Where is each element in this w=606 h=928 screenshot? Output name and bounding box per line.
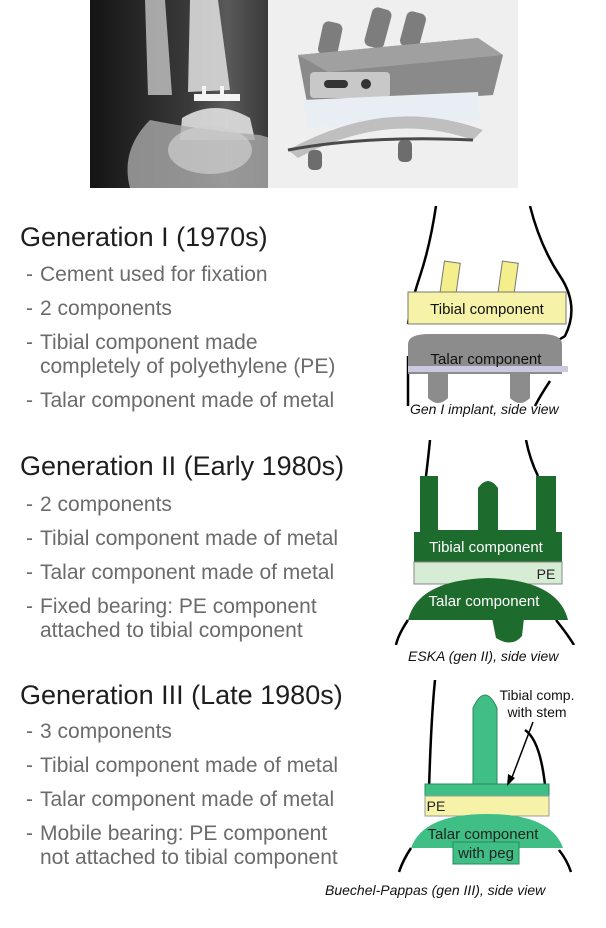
list-item: -Talar component made of metal bbox=[26, 561, 338, 585]
fibula-outline bbox=[526, 440, 538, 476]
gen2-implant-diagram: Tibial component PE Talar component bbox=[388, 440, 588, 645]
gen1-tibial-label: Tibial component bbox=[430, 301, 545, 318]
implant-photo bbox=[268, 0, 518, 188]
list-item: -3 components bbox=[26, 720, 338, 744]
gen3-implant-diagram: PE Talar component with peg Tibial comp.… bbox=[395, 680, 595, 880]
talus-outline bbox=[396, 620, 574, 645]
gen1-talar-peg-right bbox=[510, 372, 530, 403]
gen1-bullet-list: -Cement used for fixation -2 components … bbox=[26, 263, 335, 413]
gen2-tibial-stem-frame bbox=[420, 476, 556, 540]
gen1-talar-peg-left bbox=[428, 372, 448, 403]
gen2-caption: ESKA (gen II), side view bbox=[408, 648, 558, 664]
gen2-pe-label: PE bbox=[537, 566, 556, 582]
gen3-title: Generation III (Late 1980s) bbox=[20, 680, 343, 711]
gen2-talar-label: Talar component bbox=[429, 593, 541, 610]
gen2-title: Generation II (Early 1980s) bbox=[20, 451, 344, 482]
list-item: -Cement used for fixation bbox=[26, 263, 335, 287]
callout-arrow-line bbox=[511, 722, 533, 780]
list-item: -Talar component made of metal bbox=[26, 389, 335, 413]
gen2-bullet-list: -2 components -Tibial component made of … bbox=[26, 493, 338, 643]
tibia-outline bbox=[429, 680, 435, 790]
gen3-talar-label-line1: Talar component bbox=[428, 826, 540, 843]
gen2-tibial-label: Tibial component bbox=[429, 539, 544, 556]
list-item: -Tibial component made of metal bbox=[26, 527, 338, 551]
photo-strip bbox=[90, 0, 518, 188]
gen3-bullet-list: -3 components -Tibial component made of … bbox=[26, 720, 338, 870]
list-item: -2 components bbox=[26, 297, 335, 321]
list-item: -Tibial component made of metal bbox=[26, 754, 338, 778]
gen3-tibial-component bbox=[425, 784, 549, 796]
gen1-title: Generation I (1970s) bbox=[20, 222, 268, 253]
gen1-caption: Gen I implant, side view bbox=[410, 401, 559, 417]
gen1-talar-label: Talar component bbox=[431, 351, 543, 368]
gen3-tibial-label-line1: Tibial comp. bbox=[500, 687, 575, 703]
gen1-implant-diagram: Tibial component Talar component bbox=[390, 206, 590, 416]
gen2-talar-keel bbox=[492, 618, 524, 643]
gen3-pe-label: PE bbox=[427, 798, 446, 814]
tibia-outline bbox=[426, 440, 430, 476]
fibula-outline bbox=[525, 730, 545, 785]
gen3-tibial-stem bbox=[473, 695, 497, 790]
gen3-caption: Buechel-Pappas (gen III), side view bbox=[325, 882, 545, 898]
gen3-talar-label-line2: with peg bbox=[457, 845, 514, 862]
list-item: -Talar component made of metal bbox=[26, 788, 338, 812]
gen3-tibial-label-line2: with stem bbox=[506, 704, 566, 720]
list-item: -2 components bbox=[26, 493, 338, 517]
